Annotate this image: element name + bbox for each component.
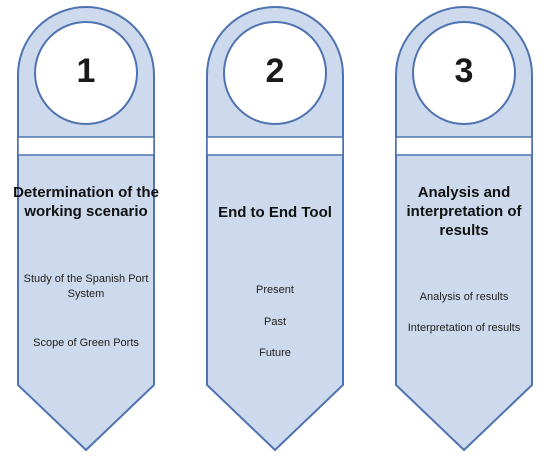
step-3-item-1: Analysis of results xyxy=(419,291,509,303)
step-1-banner xyxy=(17,6,155,452)
step-2-banner xyxy=(206,6,344,452)
step-1-item-2: Scope of Green Ports xyxy=(33,337,139,349)
step-2-item-2: Past xyxy=(263,316,286,328)
step-2-item-3: Future xyxy=(259,347,291,359)
step-1-title: Determination of the working scenario xyxy=(13,184,159,220)
step-3-item-2: Interpretation of results xyxy=(407,322,521,334)
step-2-number: 2 xyxy=(265,52,285,90)
step-1-number: 1 xyxy=(76,52,96,90)
step-3-number: 3 xyxy=(454,52,474,90)
step-2-item-1: Present xyxy=(256,284,294,296)
step-3-banner xyxy=(395,6,533,452)
step-3-title: Analysis and interpretation of results xyxy=(406,184,522,239)
step-2-title: End to End Tool xyxy=(218,204,332,221)
step-1-item-1: Study of the Spanish Port System xyxy=(23,273,149,300)
